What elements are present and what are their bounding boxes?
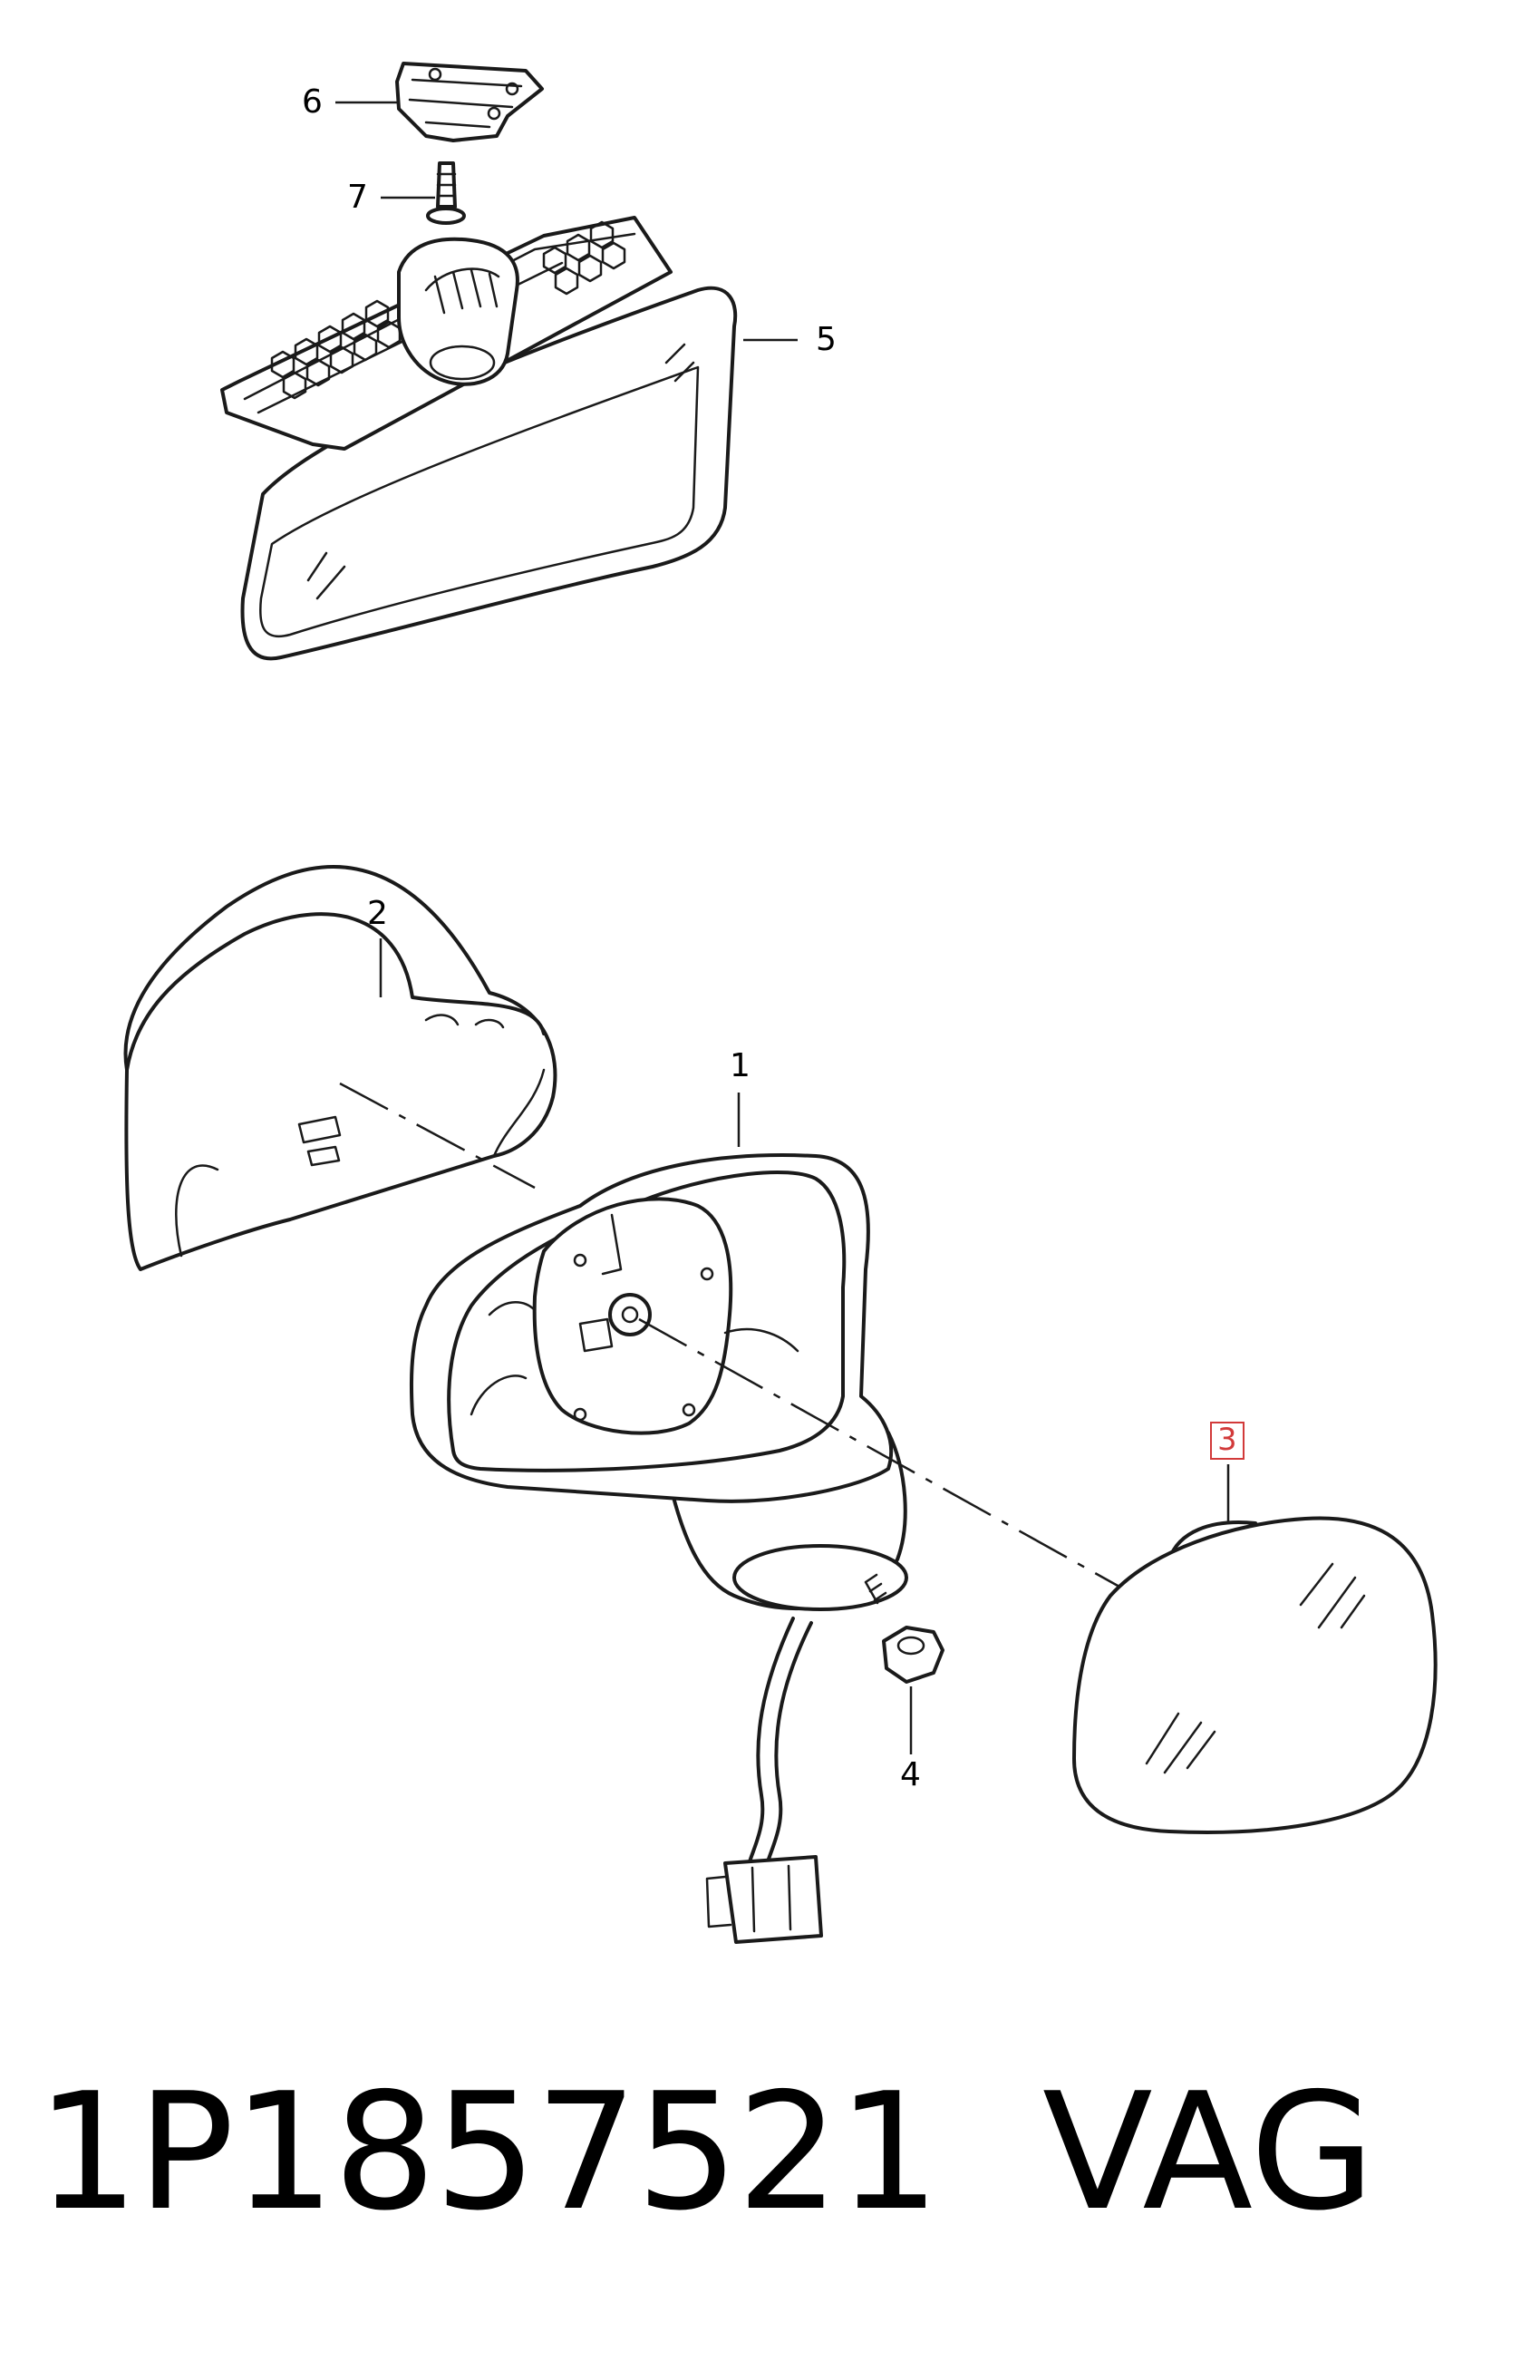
callout-4: 4 [900, 1756, 921, 1793]
assembly-line-cap [339, 1082, 536, 1190]
callout-7: 7 [347, 179, 368, 216]
part-3-mirror-glass [1072, 1516, 1438, 1834]
callout-5: 5 [816, 321, 837, 358]
part-4-nut [882, 1626, 944, 1684]
brand-name: VAG [1042, 2058, 1375, 2246]
assembly-line-glass [638, 1317, 1120, 1588]
part-1-mirror-housing [409, 1153, 908, 1944]
callout-1: 1 [730, 1047, 751, 1084]
part-2-mirror-cap [123, 865, 557, 1271]
part-7-screw [426, 161, 466, 225]
callout-6: 6 [302, 83, 323, 121]
part-number: 1P1857521 [36, 2058, 940, 2246]
callout-2: 2 [367, 895, 388, 932]
part-5-interior-mirror [220, 216, 738, 661]
part-6-bracket-cover [395, 62, 544, 142]
callout-3-highlighted: 3 [1210, 1422, 1245, 1460]
